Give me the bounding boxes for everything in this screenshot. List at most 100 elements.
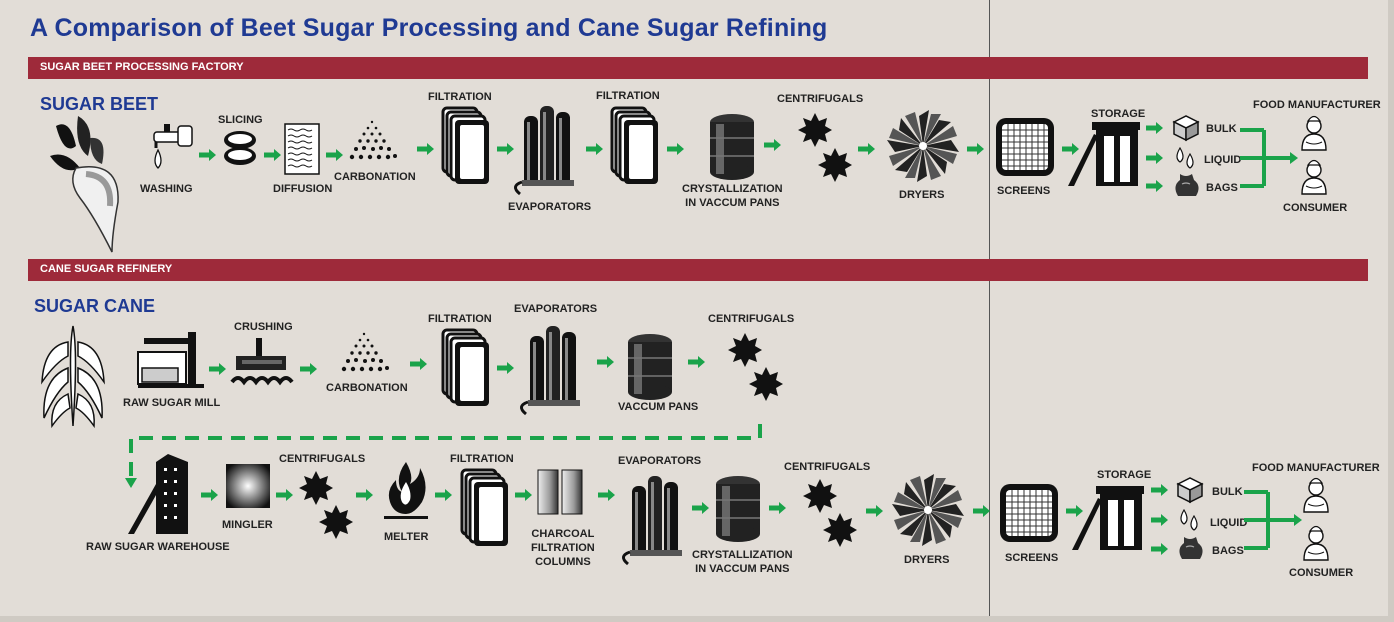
flow-arrow xyxy=(199,149,216,161)
cane-bags-label: BAGS xyxy=(1212,545,1244,557)
raw-sugar-warehouse-icon xyxy=(128,454,188,534)
distribution-bracket xyxy=(1242,490,1304,550)
flow-arrow xyxy=(866,505,883,517)
flow-arrow xyxy=(1146,122,1163,134)
cane-evaporators2-label: EVAPORATORS xyxy=(618,455,702,467)
flow-arrow xyxy=(1151,514,1168,526)
beet-storage-label: STORAGE xyxy=(1091,108,1146,120)
charcoal-filtration-columns-icon xyxy=(537,469,583,515)
sugar-bag-icon xyxy=(1178,536,1204,560)
raw-sugar-mill-icon xyxy=(137,332,204,388)
liquid-drops-icon xyxy=(1176,147,1194,169)
beet-carbonation-label: CARBONATION xyxy=(334,171,416,183)
flow-arrow xyxy=(858,143,875,155)
vacuum-pan-drum-icon xyxy=(715,475,761,543)
flow-arrow xyxy=(667,143,684,155)
flow-arrow xyxy=(515,489,532,501)
beet-evaporators-label: EVAPORATORS xyxy=(508,201,592,213)
vacuum-pan-drum-icon xyxy=(627,333,673,401)
filter-press-icon xyxy=(441,106,491,186)
beet-slicing-label: SLICING xyxy=(218,114,263,126)
filter-press-icon xyxy=(441,328,491,408)
filter-press-icon xyxy=(460,468,510,548)
cane-charcoal-line1: CHARCOAL xyxy=(531,528,595,540)
beet-diffusion-label: DIFFUSION xyxy=(273,183,333,195)
beet-crystallization-line2: IN VACCUM PANS xyxy=(685,197,780,209)
crushing-machine-icon xyxy=(230,338,294,386)
storage-silo-icon xyxy=(1072,486,1144,550)
cane-filtration2-label: FILTRATION xyxy=(450,453,514,465)
flow-arrow xyxy=(764,139,781,151)
consumer-person-icon xyxy=(1303,525,1329,561)
cane-screens-label: SCREENS xyxy=(1005,552,1059,564)
slicing-icon xyxy=(224,131,256,165)
evaporators-icon xyxy=(519,324,582,416)
cane-header-label: CANE SUGAR REFINERY xyxy=(40,263,173,275)
cane-crystallization-label: CRYSTALLIZATION IN VACCUM PANS xyxy=(692,548,793,576)
cane-centrifugals2-label: CENTRIFUGALS xyxy=(279,453,366,465)
flow-arrow xyxy=(688,356,705,368)
flow-arrow xyxy=(1151,484,1168,496)
cane-mingler-label: MINGLER xyxy=(222,519,273,531)
cane-food-manufacturer-label: FOOD MANUFACTURER xyxy=(1252,462,1380,474)
flow-arrow xyxy=(264,149,281,161)
centrifugal-gear-icon xyxy=(749,367,783,401)
cane-filtration1-label: FILTRATION xyxy=(428,313,492,325)
sugar-bag-icon xyxy=(1174,173,1200,197)
screen-sieve-icon xyxy=(995,117,1055,177)
cane-header-bar: CANE SUGAR REFINERY xyxy=(28,259,1368,281)
cane-evaporators1-label: EVAPORATORS xyxy=(514,303,598,315)
dryer-fan-icon xyxy=(892,474,964,546)
cane-charcoal-line3: COLUMNS xyxy=(535,556,591,568)
cane-charcoal-label: CHARCOAL FILTRATION COLUMNS xyxy=(531,527,595,569)
liquid-drops-icon xyxy=(1180,509,1198,531)
mingler-icon xyxy=(226,464,270,508)
beet-consumer-label: CONSUMER xyxy=(1283,202,1348,214)
flow-arrow xyxy=(497,143,514,155)
storage-silo-icon xyxy=(1068,122,1140,186)
food-manufacturer-chef-icon xyxy=(1303,477,1329,513)
cane-dryers-label: DRYERS xyxy=(904,554,950,566)
cane-centrifugals3-label: CENTRIFUGALS xyxy=(784,461,871,473)
cane-vaccum-pans-label: VACCUM PANS xyxy=(618,401,699,413)
washing-faucet-icon xyxy=(153,124,193,169)
diffusion-tank-icon xyxy=(284,123,320,175)
flow-arrow xyxy=(300,363,317,375)
beet-bulk-label: BULK xyxy=(1206,123,1237,135)
cane-carbonation-label: CARBONATION xyxy=(326,382,408,394)
flow-arrow xyxy=(209,363,226,375)
beet-screens-label: SCREENS xyxy=(997,185,1051,197)
page-bottom-edge xyxy=(0,616,1394,622)
bulk-box-icon xyxy=(1173,115,1199,141)
evaporators-icon xyxy=(513,104,576,196)
cane-storage-label: STORAGE xyxy=(1097,469,1152,481)
cane-centrifugals1-label: CENTRIFUGALS xyxy=(708,313,795,325)
sugar-beet-icon xyxy=(50,116,119,253)
flow-arrow xyxy=(973,505,990,517)
divider-line xyxy=(989,0,990,622)
cane-charcoal-line2: FILTRATION xyxy=(531,542,595,554)
beet-filtration1-label: FILTRATION xyxy=(428,91,492,103)
cane-crystallization-line1: CRYSTALLIZATION xyxy=(692,549,793,561)
flow-connector-dashed xyxy=(125,424,762,488)
carbonation-particles-icon xyxy=(341,332,389,372)
beet-centrifugals-label: CENTRIFUGALS xyxy=(777,93,864,105)
flow-arrow xyxy=(692,502,709,514)
beet-liquid-label: LIQUID xyxy=(1204,154,1242,166)
food-manufacturer-chef-icon xyxy=(1301,115,1327,151)
flow-arrow xyxy=(967,143,984,155)
cane-bulk-label: BULK xyxy=(1212,486,1243,498)
cane-consumer-label: CONSUMER xyxy=(1289,567,1354,579)
consumer-person-icon xyxy=(1301,159,1327,195)
flow-arrow xyxy=(1151,543,1168,555)
beet-bags-label: BAGS xyxy=(1206,182,1238,194)
dryer-fan-icon xyxy=(887,110,959,182)
centrifugal-gear-icon xyxy=(818,148,852,182)
beet-header-label: SUGAR BEET PROCESSING FACTORY xyxy=(40,61,244,73)
cane-crushing-label: CRUSHING xyxy=(234,321,293,333)
flow-arrow xyxy=(1146,152,1163,164)
flow-arrow xyxy=(598,489,615,501)
melter-flame-icon xyxy=(384,462,428,519)
flow-arrow xyxy=(1146,180,1163,192)
cane-crystallization-line2: IN VACCUM PANS xyxy=(695,563,790,575)
